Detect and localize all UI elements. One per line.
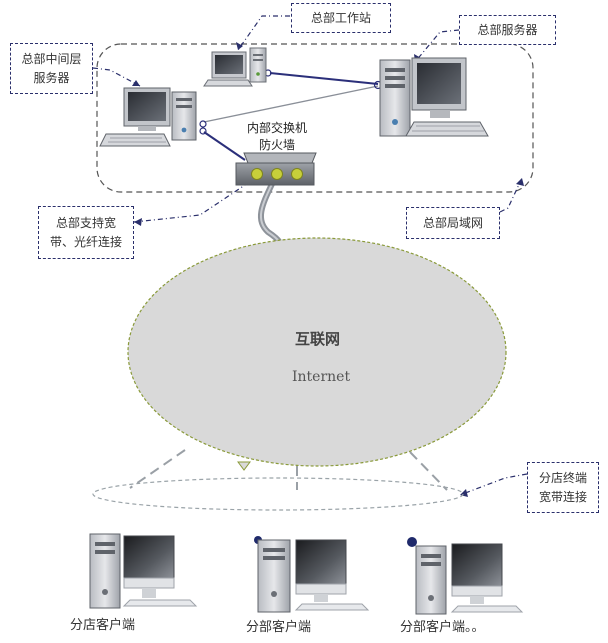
callout-text: 总部局域网 xyxy=(422,215,483,230)
callout-text-line2: 服务器 xyxy=(33,70,70,85)
callout-hq-middle-tier: 总部中间层 服务器 xyxy=(10,43,93,94)
hq-middle-tier-computer xyxy=(99,87,197,147)
cloud-notch xyxy=(237,461,251,471)
switch-firewall-device xyxy=(235,152,317,186)
switch-label: 内部交换机 防火墙 xyxy=(238,120,316,154)
port-ring xyxy=(199,127,207,135)
branch-client-computer-1 xyxy=(89,533,198,609)
callout-text-line1: 总部中间层 xyxy=(21,51,82,66)
branch-client-computer-3 xyxy=(407,537,524,615)
switch-label-line1: 内部交换机 xyxy=(246,121,307,135)
branch-links xyxy=(129,449,448,491)
callout-hq-workstation: 总部工作站 xyxy=(291,3,391,33)
link-middle-server xyxy=(203,85,379,123)
callout-text: 总部服务器 xyxy=(477,22,538,37)
link-workstation-server xyxy=(269,72,379,85)
callout-hq-server: 总部服务器 xyxy=(459,15,556,45)
hq-server-computer xyxy=(379,57,489,137)
port-ring xyxy=(199,120,207,128)
callout-text-line2: 宽带连接 xyxy=(538,489,587,504)
internet-title: 互联网 xyxy=(295,330,341,348)
callout-text-line2: 带、光纤连接 xyxy=(49,234,122,249)
callout-text-line1: 总部支持宽 xyxy=(55,215,116,230)
callout-hq-lan: 总部局域网 xyxy=(406,207,500,239)
branch-client-computer-2 xyxy=(254,536,370,613)
switch-label-line2: 防火墙 xyxy=(258,138,295,152)
internet-subtitle: Internet xyxy=(292,369,351,385)
client-label-2: 分部客户端 xyxy=(246,620,312,635)
branch-broadband-area xyxy=(92,477,464,511)
internet-cloud xyxy=(127,237,507,467)
callout-leaders xyxy=(92,15,528,496)
hq-workstation-computer xyxy=(203,47,267,87)
callout-text: 总部工作站 xyxy=(310,10,371,25)
link-middle-switch xyxy=(203,131,246,161)
callout-hq-broadband: 总部支持宽 带、光纤连接 xyxy=(38,206,134,259)
client-label-1: 分店客户端 xyxy=(70,618,136,633)
client-label-3: 分部客户端。。 xyxy=(400,620,485,635)
callout-text-line1: 分店终端 xyxy=(538,470,587,485)
hq-lan-boundary xyxy=(96,43,534,193)
callout-branch-broadband: 分店终端 宽带连接 xyxy=(527,462,599,513)
